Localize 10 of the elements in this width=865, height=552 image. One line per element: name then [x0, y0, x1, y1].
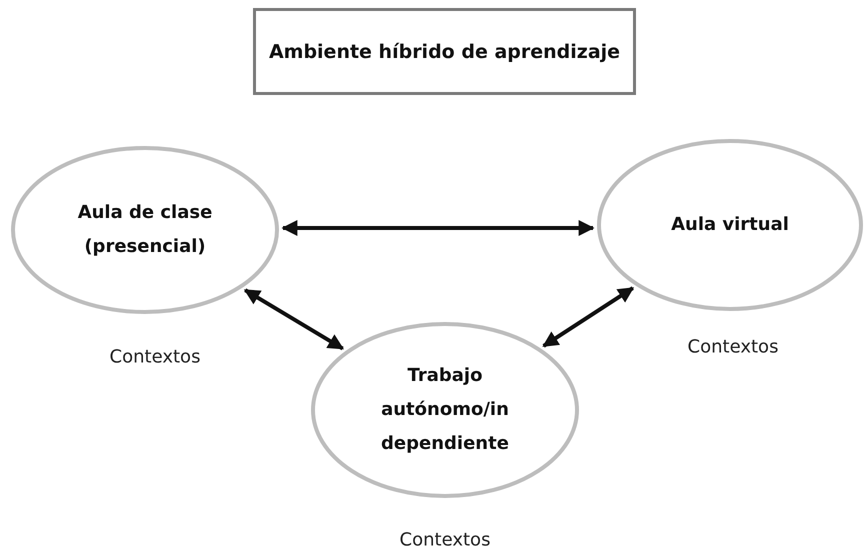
node-label: Trabajo autónomo/in dependiente [380, 364, 510, 456]
double-arrow [281, 220, 595, 236]
node-label: Aula virtual [670, 213, 790, 237]
context-label: Contextos [400, 530, 490, 550]
context-label: Contextos [110, 346, 200, 368]
double-arrow [542, 286, 634, 348]
node-label: Aula de clase (presencial) [76, 201, 214, 259]
double-arrow [244, 288, 344, 350]
title-box: Ambiente híbrido de aprendizaje [253, 8, 636, 95]
context-label: Contextos [688, 336, 778, 358]
